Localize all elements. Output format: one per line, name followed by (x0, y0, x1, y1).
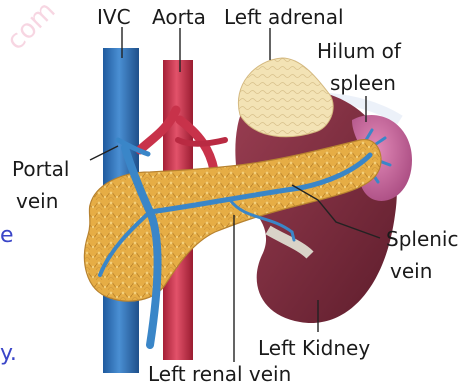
label-splenic-vein: vein (390, 259, 432, 283)
label-spleen: spleen (330, 71, 396, 95)
left-adrenal-shape (238, 58, 333, 137)
label-hilum-of: Hilum of (317, 39, 402, 63)
label-splenic: Splenic (386, 227, 458, 251)
label-left-kidney: Left Kidney (258, 336, 370, 360)
label-aorta: Aorta (152, 5, 206, 29)
label-left-renal-vein: Left renal vein (148, 362, 291, 386)
label-left-adrenal: Left adrenal (224, 5, 344, 29)
label-portal-vein: vein (16, 189, 58, 213)
watermark-text: com (1, 0, 61, 56)
margin-mark-1: e (0, 223, 14, 248)
label-ivc: IVC (97, 5, 131, 29)
margin-mark-2: y. (0, 341, 17, 366)
label-portal: Portal (12, 157, 69, 181)
